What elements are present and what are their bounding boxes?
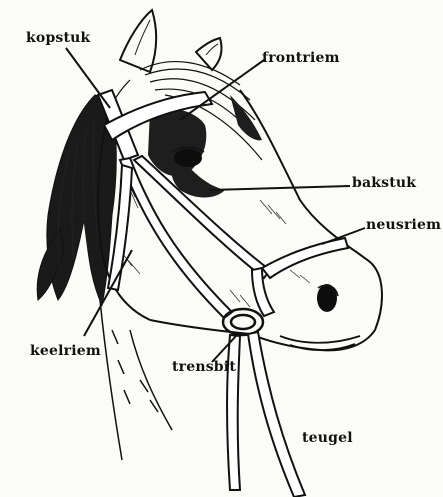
label-bakstuk: bakstuk bbox=[352, 175, 416, 191]
label-keelriem: keelriem bbox=[30, 343, 101, 359]
label-kopstuk: kopstuk bbox=[26, 30, 90, 46]
reins bbox=[227, 332, 305, 497]
label-frontriem: frontriem bbox=[262, 50, 340, 66]
ears bbox=[120, 10, 222, 72]
label-teugel: teugel bbox=[302, 430, 353, 446]
label-trensbit: trensbit bbox=[172, 359, 236, 375]
nostril bbox=[317, 284, 338, 312]
bit-ring bbox=[223, 309, 263, 335]
head-outline bbox=[98, 90, 382, 350]
neck bbox=[100, 300, 172, 460]
label-neusriem: neusriem bbox=[366, 217, 441, 233]
bridle-straps bbox=[98, 90, 348, 318]
